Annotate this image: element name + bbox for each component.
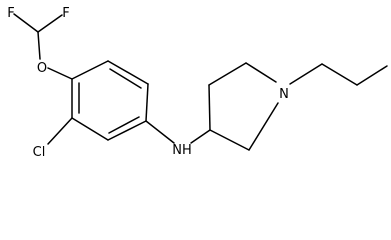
oxygen-label: O xyxy=(37,61,47,76)
amine-bonds xyxy=(145,120,211,144)
chloro-bond xyxy=(47,117,73,145)
fluorine-label-right: F xyxy=(62,6,69,21)
piperidine-ring xyxy=(208,62,279,151)
propyl-chain xyxy=(289,63,388,86)
piperidine-n-label: N xyxy=(279,87,289,102)
fluorine-label-left: F xyxy=(7,6,14,21)
difluoromethoxy-bonds xyxy=(13,13,73,80)
benzene-ring xyxy=(71,60,149,141)
chemical-structure: F F O Cl NH N xyxy=(7,6,388,160)
amine-nh-label: NH xyxy=(172,143,192,158)
chlorine-label: Cl xyxy=(33,145,46,160)
